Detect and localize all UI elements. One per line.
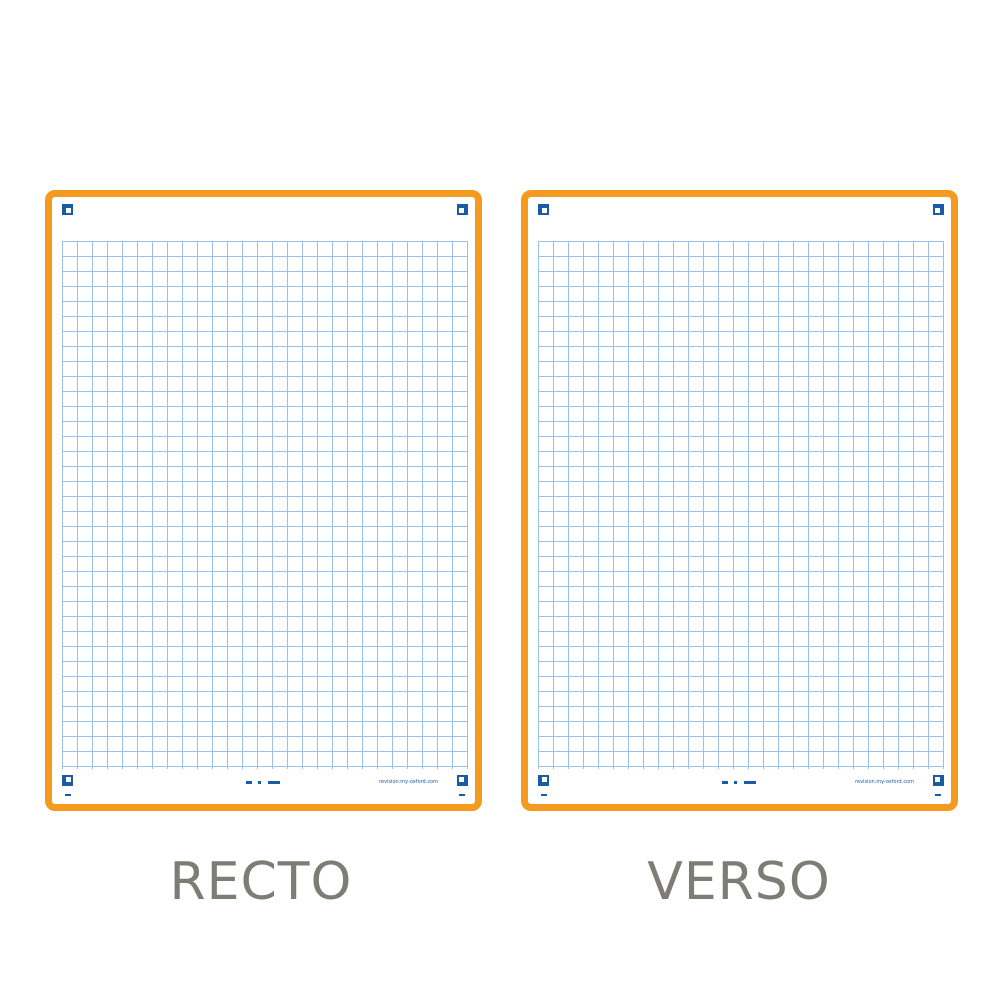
recto-caption: RECTO [169, 852, 353, 912]
corner-registration-icon [62, 204, 73, 215]
scan-marks-icon [722, 780, 756, 784]
corner-tick-icon [65, 794, 71, 796]
corner-registration-icon [457, 204, 468, 215]
scan-marks-icon [246, 780, 280, 784]
footer-url: revision.my-oxford.com [379, 779, 438, 785]
grid-area [62, 241, 468, 769]
corner-registration-icon [62, 775, 73, 786]
corner-registration-icon [933, 204, 944, 215]
scan-mark [744, 780, 756, 784]
footer-url: revision.my-oxford.com [855, 779, 914, 785]
corner-registration-icon [933, 775, 944, 786]
grid-area [538, 241, 944, 769]
verso-caption: VERSO [647, 852, 831, 912]
recto-card: revision.my-oxford.com [45, 190, 482, 811]
corner-tick-icon [459, 794, 465, 796]
corner-tick-icon [541, 794, 547, 796]
scan-mark [268, 780, 280, 784]
scan-mark [258, 780, 261, 784]
scan-mark [722, 780, 728, 784]
corner-registration-icon [538, 775, 549, 786]
scan-mark [246, 780, 252, 784]
corner-tick-icon [935, 794, 941, 796]
verso-card: revision.my-oxford.com [521, 190, 958, 811]
scan-mark [734, 780, 737, 784]
corner-registration-icon [457, 775, 468, 786]
corner-registration-icon [538, 204, 549, 215]
